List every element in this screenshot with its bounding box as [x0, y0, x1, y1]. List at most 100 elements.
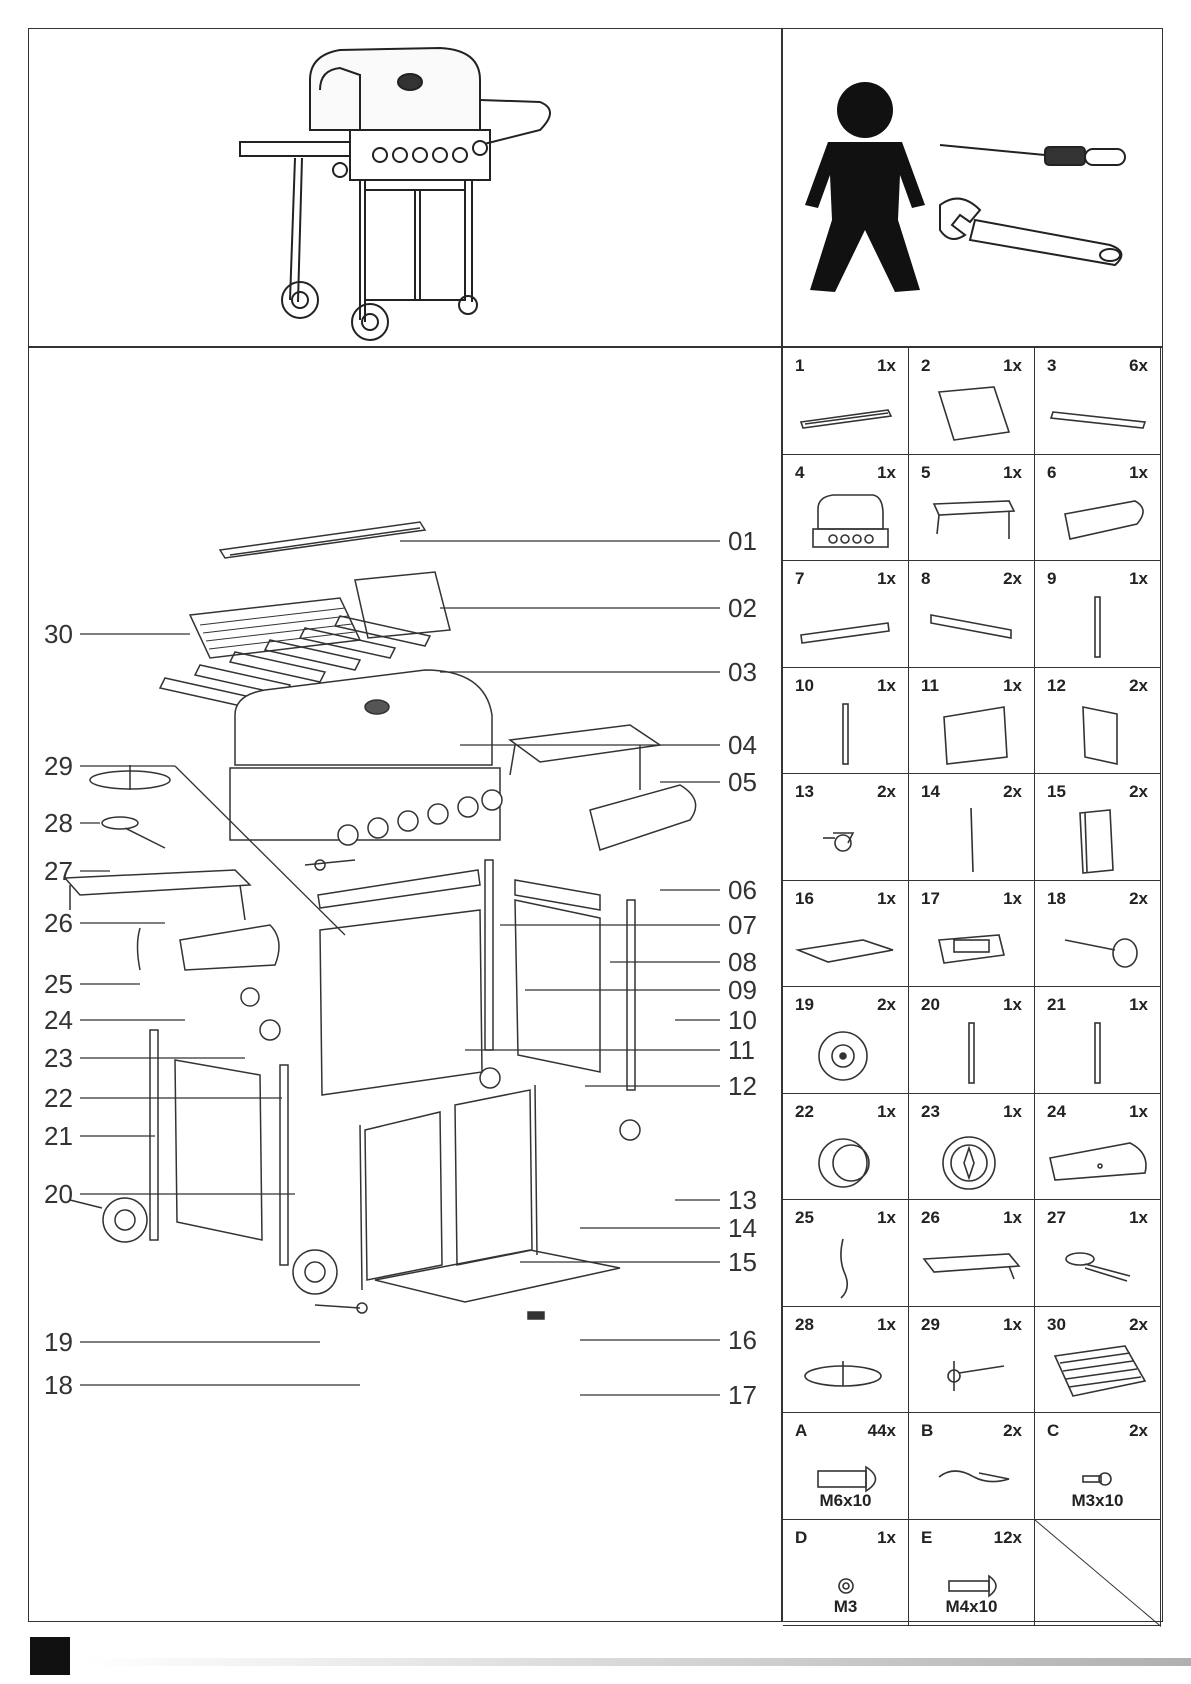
callout-06: 06 — [728, 875, 757, 905]
part-number: 28 — [795, 1314, 814, 1334]
part-quantity: 12x — [993, 1527, 1022, 1547]
callout-10: 10 — [728, 1005, 757, 1035]
callout-27: 27 — [44, 856, 73, 886]
callout-18: 18 — [44, 1370, 73, 1400]
screw-icon — [948, 1573, 997, 1598]
leg-icon — [968, 1022, 975, 1084]
part-quantity: 1x — [877, 462, 896, 482]
part-quantity: 2x — [1129, 888, 1148, 908]
bezel-icon — [942, 1135, 996, 1190]
part-quantity: 1x — [1129, 462, 1148, 482]
part-quantity: 2x — [1129, 1314, 1148, 1334]
part-quantity: 1x — [877, 1208, 896, 1227]
part-quantity: 1x — [877, 356, 896, 375]
part-quantity: 2x — [1129, 675, 1148, 695]
callout-25: 25 — [44, 969, 73, 999]
part-quantity: 1x — [877, 675, 896, 695]
bottom-shelf-icon — [794, 938, 894, 963]
part-quantity: 1x — [1003, 1208, 1022, 1227]
part-number: 9 — [1047, 569, 1057, 588]
part-number: 22 — [795, 1101, 814, 1121]
part-number: B — [921, 1421, 934, 1440]
part-number: 1 — [795, 356, 805, 375]
nut-icon — [838, 1577, 854, 1594]
part-quantity: 1x — [1003, 888, 1022, 908]
leg-icon — [1094, 1022, 1101, 1084]
side-burner-shelf-icon — [922, 1253, 1021, 1280]
part-number: 14 — [921, 782, 940, 801]
side-burner-icon — [1065, 1252, 1131, 1282]
part-quantity: 2x — [877, 782, 896, 801]
small-bolt-icon — [1082, 1472, 1112, 1486]
part-number: 30 — [1047, 1314, 1066, 1334]
header-divider — [28, 346, 1163, 348]
part-number: 20 — [921, 995, 940, 1014]
part-quantity: 1x — [877, 888, 896, 908]
part-cell: 9 1x — [1035, 561, 1161, 668]
part-number: 4 — [795, 462, 805, 482]
part-number: A — [795, 1421, 808, 1440]
hardware-size: M4x10 — [945, 1597, 998, 1616]
callout-01: 01 — [728, 526, 757, 556]
screwdriver-icon — [939, 144, 1126, 166]
part-number: 6 — [1047, 462, 1057, 482]
hardware-size: M6x10 — [819, 1490, 872, 1510]
leg-icon — [1094, 596, 1101, 658]
part-quantity: 1x — [877, 1314, 896, 1334]
part-quantity: 2x — [1003, 1421, 1022, 1440]
part-number: 16 — [795, 888, 814, 908]
part-number: 13 — [795, 782, 814, 801]
back-panel-icon — [943, 705, 1008, 765]
part-cell: B 2x — [909, 1413, 1035, 1520]
part-quantity: 2x — [1003, 569, 1022, 588]
hardware-size: M3x10 — [1071, 1490, 1124, 1510]
part-number: 2 — [921, 356, 931, 375]
diagonal-line — [1034, 1519, 1162, 1627]
callout-19: 19 — [44, 1327, 73, 1357]
rod-icon — [970, 807, 974, 873]
callout-07: 07 — [728, 910, 757, 940]
griddle-plate-icon — [937, 386, 1011, 441]
part-quantity: 1x — [1129, 1101, 1148, 1121]
side-panel-icon — [1082, 705, 1118, 765]
burner-panel-icon — [1049, 1141, 1147, 1181]
bolt-icon — [817, 1465, 877, 1493]
part-cell: 10 1x — [783, 667, 909, 774]
flame-tamer-icon — [1049, 411, 1147, 429]
warming-rack-icon — [799, 409, 893, 429]
part-number: E — [921, 1527, 933, 1547]
callout-30: 30 — [44, 619, 73, 649]
callout-24: 24 — [44, 1005, 73, 1035]
callout-12: 12 — [728, 1071, 757, 1101]
r-pin-icon — [938, 1470, 1010, 1483]
leader-lines — [80, 540, 720, 1396]
callout-29: 29 — [44, 751, 73, 781]
part-quantity: 1x — [1003, 1314, 1022, 1334]
assembled-grill-illustration — [239, 46, 551, 341]
part-number: 10 — [795, 675, 814, 695]
part-cell: 6 1x — [1035, 454, 1161, 561]
part-quantity: 2x — [1003, 782, 1022, 801]
person-icon — [805, 82, 925, 292]
part-quantity: 1x — [1129, 569, 1148, 588]
part-cell: 13 2x — [783, 774, 909, 881]
side-shelf-icon — [932, 499, 1016, 539]
callout-21: 21 — [44, 1121, 73, 1151]
part-quantity: 6x — [1129, 356, 1148, 375]
caster-icon — [823, 832, 855, 852]
pot-support-icon — [804, 1360, 882, 1387]
part-quantity: 1x — [1129, 995, 1148, 1014]
